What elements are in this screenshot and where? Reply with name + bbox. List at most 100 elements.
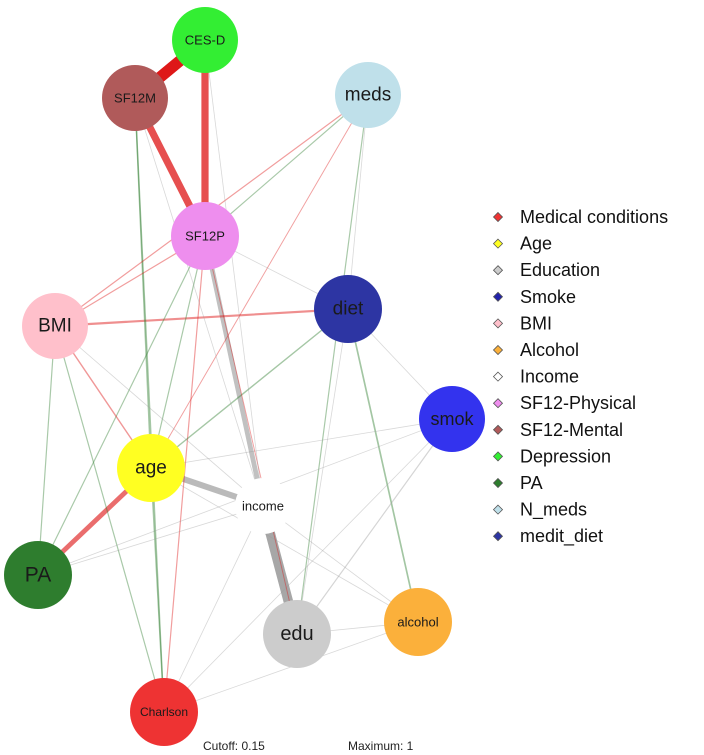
node-label-sf12m: SF12M (114, 91, 156, 106)
legend-marker-icon (492, 318, 504, 329)
edge-ces-d-income (204, 39, 264, 507)
node-circle-charlson (130, 678, 198, 746)
edge-diet-edu (296, 308, 349, 635)
edge-meds-sf12p (204, 94, 369, 237)
edge-charlson-income (163, 505, 264, 713)
edge-sf12m-charlson (134, 97, 165, 713)
node-label-income: income (242, 499, 284, 514)
node-label-sf12p: SF12P (185, 229, 225, 244)
legend-marker-icon (492, 344, 504, 356)
legend-label: Medical conditions (520, 207, 668, 227)
legend: Medical conditionsAgeEducationSmokeBMIAl… (492, 207, 668, 547)
node-circle-age (117, 434, 185, 502)
legend-marker-icon (492, 504, 504, 515)
legend-item-alcohol: Alcohol (492, 340, 579, 360)
edge-age-charlson (150, 467, 165, 713)
legend-item-depression: Depression (492, 446, 611, 466)
node-circle-meds (335, 62, 401, 128)
cutoff-label: Cutoff: 0.15 (203, 739, 265, 753)
legend-marker-icon (492, 371, 504, 382)
edge-age-alcohol (150, 467, 419, 623)
node-diet: diet (314, 275, 382, 343)
node-label-alcohol: alcohol (397, 615, 438, 630)
edge-sf12p-charlson (163, 235, 206, 713)
node-circle-income (235, 478, 291, 534)
node-charlson: Charlson (130, 678, 198, 746)
legend-marker-icon (492, 477, 504, 489)
edge-smok-edu (296, 418, 453, 635)
legend-marker-icon (492, 424, 504, 435)
legend-label: Education (520, 260, 600, 280)
node-label-charlson: Charlson (140, 705, 188, 719)
legend-label: Income (520, 367, 579, 387)
node-circle-bmi (22, 293, 88, 359)
edge-sf12p-edu (204, 235, 298, 635)
legend-item-pa: PA (492, 473, 543, 493)
legend-item-medit-diet: medit_diet (492, 526, 603, 547)
legend-item-sf12-mental: SF12-Mental (492, 420, 623, 440)
node-label-diet: diet (333, 299, 364, 320)
edge-bmi-charlson (54, 325, 165, 713)
edge-sf12p-income (202, 233, 266, 509)
legend-item-sf12-physical: SF12-Physical (492, 393, 636, 413)
legend-label: Age (520, 234, 552, 254)
edge-smok-age (150, 418, 453, 469)
legend-item-smoke: Smoke (492, 287, 576, 307)
node-meds: meds (335, 62, 401, 128)
node-circle-edu (263, 600, 331, 668)
node-smok: smok (419, 386, 485, 452)
footer: Cutoff: 0.15 Maximum: 1 (203, 739, 414, 753)
legend-marker-icon (492, 238, 504, 249)
edge-sf12m-age (134, 97, 152, 469)
edge-diet-alcohol (347, 308, 419, 623)
edge-bmi-income (54, 325, 264, 507)
legend-item-n-meds: N_meds (492, 500, 587, 521)
node-label-edu: edu (280, 623, 313, 645)
edge-meds-edu (296, 94, 369, 635)
node-label-pa: PA (25, 564, 51, 587)
legend-label: PA (520, 473, 543, 493)
edge-sf12p-pa (37, 235, 206, 576)
node-label-smok: smok (430, 409, 474, 429)
node-pa: PA (4, 541, 72, 609)
node-age: age (117, 434, 185, 502)
edge-bmi-diet (53, 307, 350, 328)
legend-marker-icon (492, 451, 504, 462)
node-label-ces-d: CES-D (185, 33, 225, 48)
legend-label: Alcohol (520, 340, 579, 360)
legend-item-medical-conditions: Medical conditions (492, 207, 668, 227)
edge-meds-diet (347, 94, 369, 310)
legend-marker-icon (492, 265, 504, 276)
edge-diet-age (150, 308, 349, 469)
legend-label: Smoke (520, 287, 576, 307)
legend-item-income: Income (492, 367, 579, 387)
node-circle-smok (419, 386, 485, 452)
edge-pa-income (37, 505, 264, 576)
node-circle-sf12m (102, 65, 168, 131)
node-bmi: BMI (22, 293, 88, 359)
legend-item-age: Age (492, 234, 552, 254)
node-circle-alcohol (384, 588, 452, 656)
node-income: income (235, 478, 291, 534)
node-label-bmi: BMI (38, 316, 72, 337)
legend-label: medit_diet (520, 526, 603, 547)
node-label-age: age (135, 458, 167, 479)
legend-label: N_meds (520, 500, 587, 521)
legend-label: SF12-Mental (520, 420, 623, 440)
node-ces-d: CES-D (172, 7, 238, 73)
node-sf12p: SF12P (171, 202, 239, 270)
node-edu: edu (263, 600, 331, 668)
node-alcohol: alcohol (384, 588, 452, 656)
legend-marker-icon (492, 211, 504, 223)
legend-marker-icon (492, 398, 504, 409)
legend-marker-icon (492, 291, 504, 302)
edge-meds-age (150, 94, 369, 469)
node-circle-sf12p (171, 202, 239, 270)
legend-marker-icon (492, 531, 504, 542)
legend-item-education: Education (492, 260, 600, 280)
edge-pa-bmi (37, 325, 56, 576)
maximum-label: Maximum: 1 (348, 739, 414, 753)
node-sf12m: SF12M (102, 65, 168, 131)
